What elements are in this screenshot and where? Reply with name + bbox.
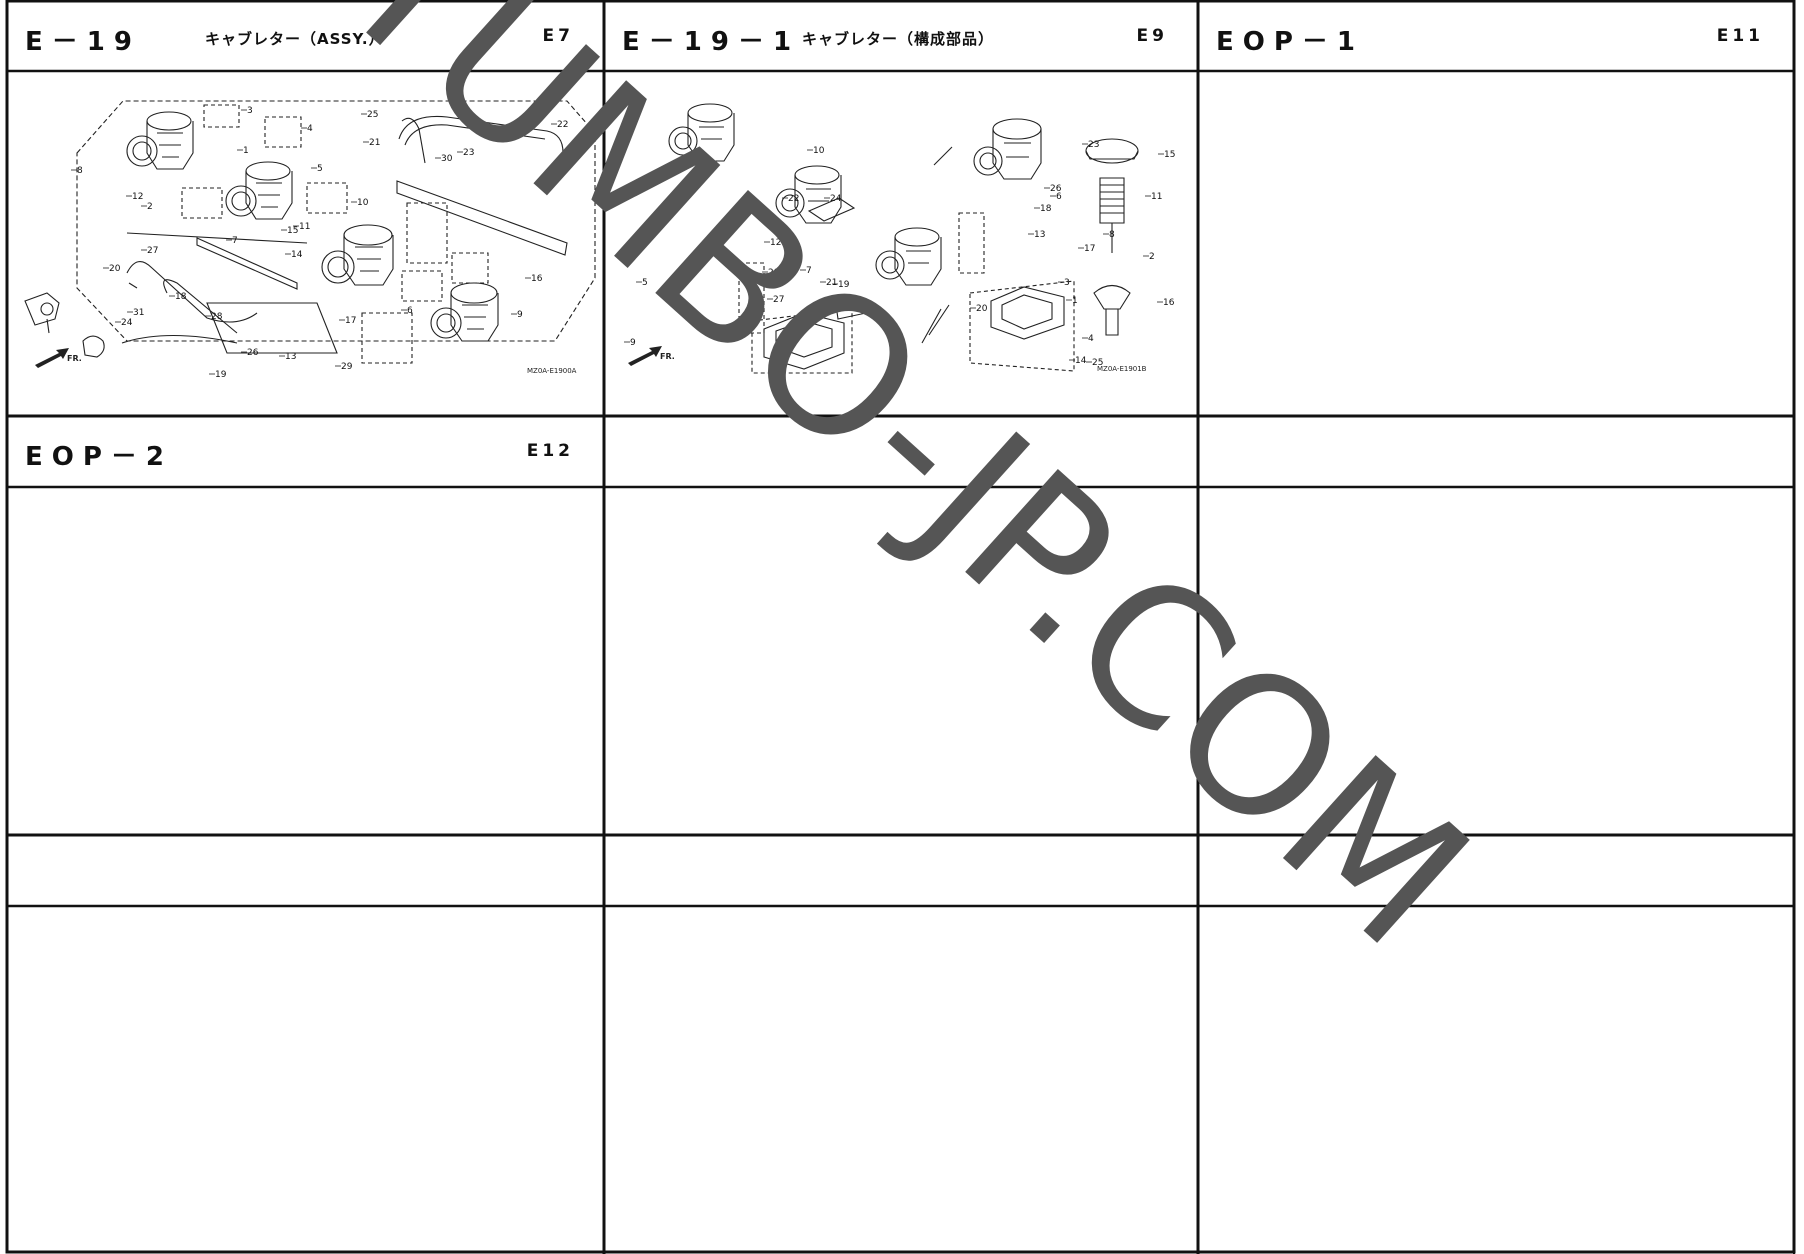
carburetor-body-b (775, 165, 842, 224)
callout-number: 11 (299, 222, 310, 232)
vacuum-piston-spring (1085, 138, 1139, 336)
callout-number: 27 (147, 246, 158, 256)
callout-number: 21 (369, 138, 380, 148)
callout-number: 25 (1092, 358, 1103, 368)
illustration-reference: MZ0A-E1901B (1097, 365, 1147, 373)
cell-eop2: EOP－2 E12 (7, 416, 604, 835)
callout-number: 9 (630, 338, 636, 348)
section-title: キャブレター（構成部品） (802, 30, 995, 48)
callout-number: 3 (1064, 278, 1070, 288)
callout-number: 12 (770, 238, 781, 248)
callout-number: 22 (557, 120, 568, 130)
callout-number: 20 (109, 264, 121, 274)
front-arrow-icon: FR. (628, 346, 675, 366)
callout-numbers: 1234567891011121314151617181920212223242… (624, 140, 1175, 368)
callout-number: 14 (291, 250, 303, 260)
callout-numbers: 1234567891011121314151617181920212223242… (71, 106, 568, 380)
callout-number: 8 (77, 166, 83, 176)
callout-number: 13 (285, 352, 296, 362)
callout-number: 28 (768, 268, 780, 278)
carburetor-body-4 (430, 282, 499, 342)
callout-number: 18 (1040, 204, 1052, 214)
section-code: E－19 (25, 27, 141, 57)
callout-number: 18 (175, 292, 187, 302)
callout-number: 1 (243, 146, 249, 156)
callout-number: 22 (788, 194, 799, 204)
page-reference: E11 (1716, 26, 1764, 46)
carburetor-body-d (973, 118, 1042, 180)
page-reference: E12 (526, 441, 574, 461)
section-title: キャブレター（ASSY.） (205, 30, 385, 48)
callout-number: 28 (211, 312, 223, 322)
callout-number: 11 (1151, 192, 1162, 202)
callout-number: 15 (287, 226, 298, 236)
callout-number: 5 (317, 164, 323, 174)
svg-text:FR.: FR. (67, 354, 82, 363)
carburetor-body-1 (126, 111, 194, 170)
carburetor-body-c (875, 227, 942, 286)
front-arrow-icon: FR. (35, 348, 82, 368)
cell-e19: E－19 キャブレター（ASSY.） E7 (7, 1, 604, 416)
carburetor-body-2 (225, 161, 293, 220)
callout-number: 7 (806, 266, 812, 276)
callout-number: 15 (1164, 150, 1175, 160)
callout-number: 2 (147, 202, 153, 212)
callout-number: 20 (976, 304, 988, 314)
callout-number: 4 (307, 124, 313, 134)
cell-eop1-header: EOP－1 E11 (1198, 1, 1794, 71)
callout-number: 26 (1050, 184, 1062, 194)
callout-number: 24 (830, 194, 842, 204)
callout-number: 6 (1056, 192, 1062, 202)
callout-number: 10 (357, 198, 369, 208)
carburetor-body-3 (321, 224, 394, 286)
air-cutoff-valve (24, 292, 60, 334)
callout-number: 6 (407, 306, 413, 316)
carburetor-components-diagram: FR. 123456789101112131415161718192021222… (624, 103, 1175, 374)
carburetor-body-a (668, 103, 735, 162)
callout-number: 29 (341, 362, 353, 372)
section-code: EOP－1 (1216, 27, 1365, 57)
cell-e19-1: E－19－1 キャブレター（構成部品） E9 (604, 1, 1198, 416)
carburetor-assy-diagram: FR. 123456789101112131415161718192021222… (24, 100, 596, 380)
callout-number: 26 (247, 348, 259, 358)
callout-number: 24 (121, 318, 133, 328)
section-code: EOP－2 (25, 442, 174, 472)
cell-eop1: EOP－1 E11 (1198, 1, 1794, 416)
page-reference: E9 (1136, 26, 1168, 46)
callout-number: 16 (531, 274, 543, 284)
callout-number: 1 (1072, 296, 1078, 306)
callout-number: 8 (1109, 230, 1115, 240)
callout-number: 23 (463, 148, 474, 158)
callout-number: 12 (132, 192, 143, 202)
callout-number: 25 (367, 110, 378, 120)
callout-number: 19 (838, 280, 850, 290)
callout-number: 5 (642, 278, 648, 288)
callout-number: 9 (517, 310, 523, 320)
callout-number: 19 (215, 370, 227, 380)
svg-text:FR.: FR. (660, 352, 675, 361)
callout-number: 21 (826, 278, 837, 288)
callout-number: 27 (773, 295, 784, 305)
callout-number: 30 (441, 154, 453, 164)
callout-number: 13 (1034, 230, 1045, 240)
callout-number: 2 (1149, 252, 1155, 262)
callout-number: 16 (1163, 298, 1175, 308)
callout-number: 17 (1084, 244, 1095, 254)
callout-number: 7 (232, 236, 238, 246)
cell-e19-header: E－19 キャブレター（ASSY.） E7 (7, 1, 604, 71)
callout-number: 10 (813, 146, 825, 156)
section-code: E－19－1 (622, 27, 801, 57)
callout-number: 14 (1075, 356, 1087, 366)
page-reference: E7 (542, 26, 574, 46)
cell-e19-1-header: E－19－1 キャブレター（構成部品） E9 (604, 1, 1198, 71)
callout-number: 23 (1088, 140, 1099, 150)
callout-number: 4 (1088, 334, 1094, 344)
callout-number: 17 (345, 316, 356, 326)
callout-number: 3 (247, 106, 253, 116)
cell-eop2-header: EOP－2 E12 (7, 416, 604, 486)
callout-number: 31 (133, 308, 144, 318)
illustration-reference: MZ0A-E1900A (527, 367, 577, 375)
